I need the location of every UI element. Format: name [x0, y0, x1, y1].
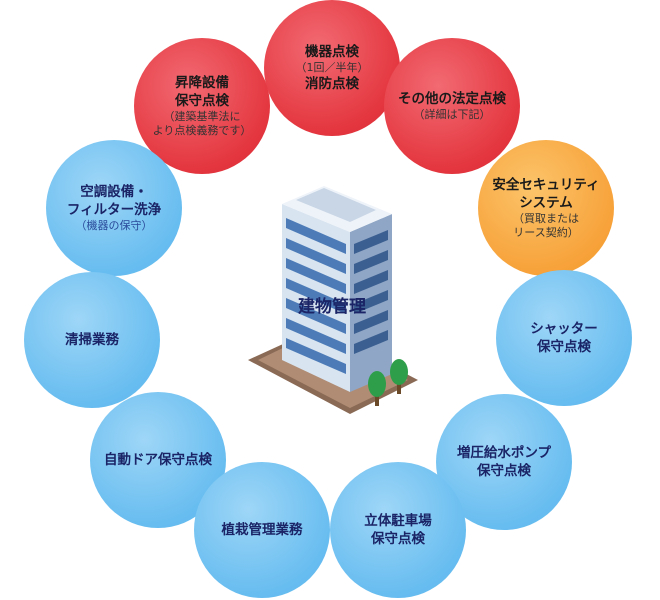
circle-jidou-title-0: 自動ドア保守点検 — [104, 452, 212, 468]
circle-shutter-title-1: 保守点検 — [537, 339, 591, 355]
circle-hotei-title-0: その他の法定点検 — [398, 91, 506, 107]
circle-shutter: シャッター保守点検 — [496, 270, 632, 406]
circle-kucho-title-1: フィルター洗浄 — [66, 202, 162, 218]
circle-kucho-sub-0: （機器の保守） — [75, 219, 153, 232]
circle-shoko-title-0: 昇降設備 — [175, 75, 229, 91]
circle-shoko-sub-0: （建築基準法に — [163, 110, 241, 123]
circle-kiki-sub-0: （1回／半年） — [295, 61, 369, 74]
circle-zouatsu-title-1: 保守点検 — [477, 463, 531, 479]
circle-kiki: 機器点検（1回／半年） 消防点検 — [264, 0, 400, 136]
circle-hotei-sub-0: （詳細は下記） — [413, 108, 491, 121]
circle-seiso: 清掃業務 — [24, 272, 160, 408]
circle-kiki-title2-0: 消防点検 — [305, 76, 359, 92]
circle-rittai: 立体駐車場保守点検 — [330, 462, 466, 598]
circle-shokusai: 植栽管理業務 — [194, 462, 330, 598]
circle-security-title-0: 安全セキュリティ — [492, 177, 600, 193]
circle-seiso-title-0: 清掃業務 — [65, 332, 119, 348]
circle-zouatsu-title-0: 増圧給水ポンプ — [456, 445, 552, 461]
circle-security-sub-1: リース契約） — [513, 226, 579, 239]
circle-security-title-1: システム — [519, 195, 573, 211]
circle-shokusai-title-0: 植栽管理業務 — [221, 522, 303, 538]
circle-kucho: 空調設備・フィルター洗浄（機器の保守） — [46, 140, 182, 276]
circle-hotei: その他の法定点検（詳細は下記） — [384, 38, 520, 174]
circle-shoko: 昇降設備保守点検（建築基準法により点検義務です） — [134, 38, 270, 174]
circle-shoko-title-1: 保守点検 — [175, 93, 229, 109]
circle-shutter-title-0: シャッター — [530, 321, 598, 337]
circle-rittai-title-1: 保守点検 — [371, 531, 425, 547]
circle-rittai-title-0: 立体駐車場 — [364, 513, 432, 529]
circle-kucho-title-0: 空調設備・ — [80, 184, 148, 200]
circle-security-sub-0: （買取または — [513, 212, 579, 225]
center-label: 建物管理 — [298, 297, 366, 317]
circle-security: 安全セキュリティシステム（買取またはリース契約） — [478, 140, 614, 276]
circle-kiki-title-0: 機器点検 — [305, 44, 359, 60]
circle-shoko-sub-1: より点検義務です） — [152, 124, 252, 137]
